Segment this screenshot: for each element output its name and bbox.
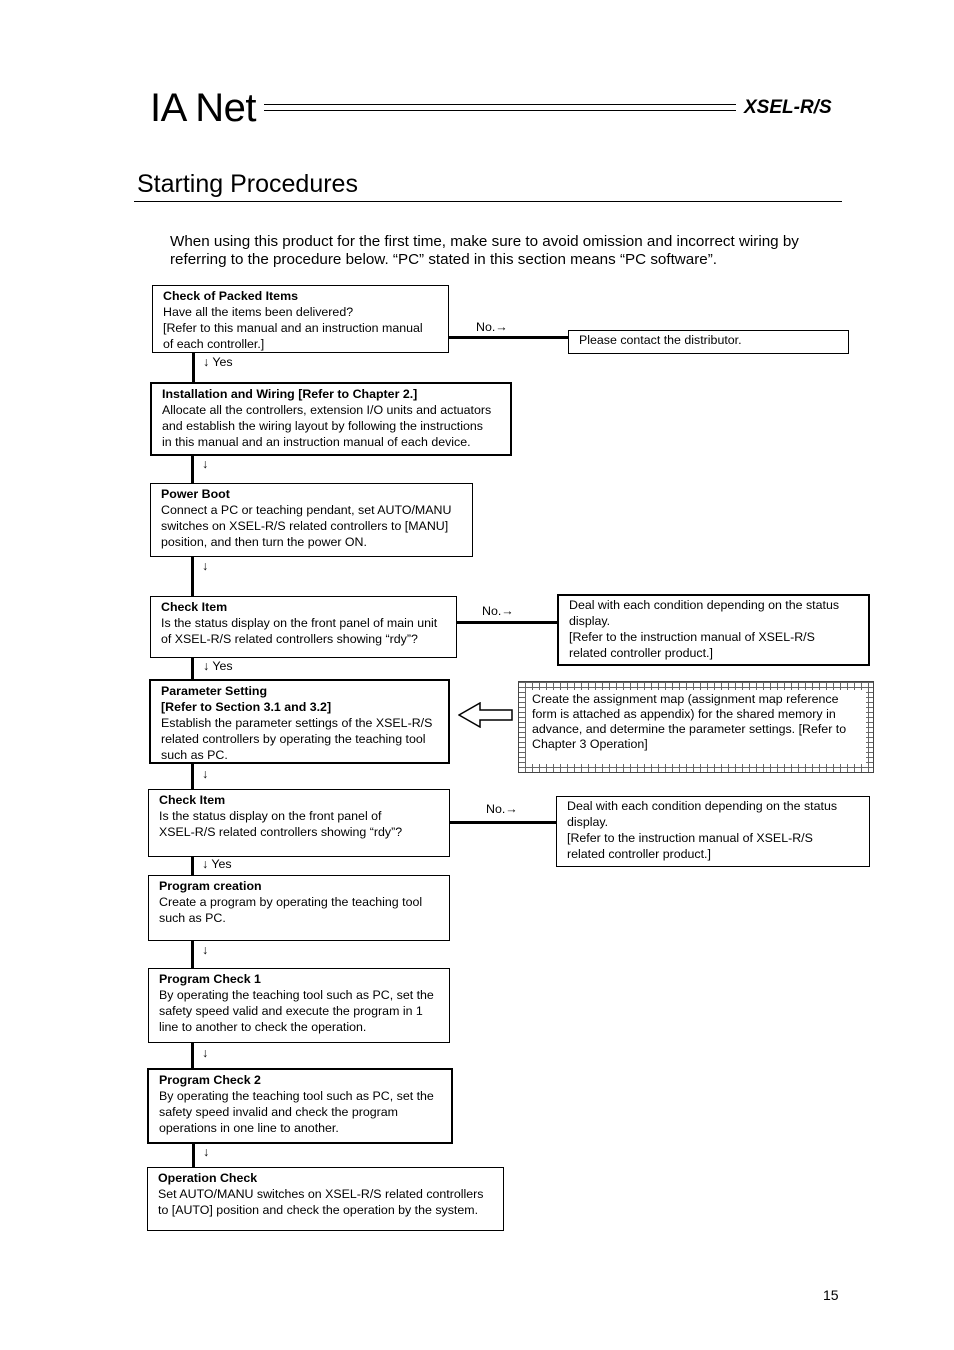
step-title: Check Item <box>161 600 228 614</box>
intro-line: When using this product for the first ti… <box>170 233 799 250</box>
no-branch-line <box>449 821 557 824</box>
no-label: No.→ <box>482 604 514 618</box>
step-text: related controllers by operating the tea… <box>161 732 426 746</box>
note-text: Deal with each condition depending on th… <box>569 598 840 612</box>
step-text: [Refer to this manual and an instruction… <box>163 321 423 335</box>
note-text: Deal with each condition depending on th… <box>567 799 838 813</box>
arrow-label: ↓ <box>202 943 209 957</box>
note-status-display-1: Deal with each condition depending on th… <box>557 594 870 666</box>
step-title: Program Check 1 <box>159 972 261 986</box>
step-operation-check: Operation Check Set AUTO/MANU switches o… <box>147 1167 504 1231</box>
step-title: Parameter Setting <box>161 684 268 698</box>
arrow-label: ↓ <box>203 1145 210 1159</box>
step-text: Allocate all the controllers, extension … <box>162 403 492 417</box>
step-title: Operation Check <box>158 1171 258 1185</box>
no-label: No.→ <box>476 320 508 334</box>
step-text: Create a program by operating the teachi… <box>159 895 423 909</box>
step-power-boot: Power Boot Connect a PC or teaching pend… <box>150 483 473 557</box>
connector-line <box>191 1042 194 1068</box>
step-text: switches on XSEL-R/S related controllers… <box>161 519 449 533</box>
left-arrow-icon <box>458 702 513 728</box>
yes-label: ↓ Yes <box>203 659 233 673</box>
document-title: IA Net <box>150 86 256 130</box>
connector-line <box>191 657 194 679</box>
section-title: Starting Procedures <box>137 170 358 198</box>
yes-label: ↓ Yes <box>202 857 232 871</box>
step-title: Check of Packed Items <box>163 289 298 303</box>
step-text: of each controller.] <box>163 337 265 351</box>
note-text: related controller product.] <box>569 646 713 660</box>
step-text: such as PC. <box>159 911 226 925</box>
note-text: advance, and determine the parameter set… <box>532 722 796 736</box>
connector-line <box>191 556 194 596</box>
step-text: line to another to check the operation. <box>159 1020 367 1034</box>
note-text: [Refer to the instruction manual of XSEL… <box>567 831 813 845</box>
step-title: Check Item <box>159 793 226 807</box>
step-text: safety speed valid and execute the progr… <box>159 1004 423 1018</box>
step-check-item-main: Check Item Is the status display on the … <box>150 596 457 658</box>
step-text: in this manual and an instruction manual… <box>162 435 471 449</box>
step-program-creation: Program creation Create a program by ope… <box>148 875 450 941</box>
step-text: Establish the parameter settings of the … <box>161 716 433 730</box>
step-text: Is the status display on the front panel… <box>161 616 438 630</box>
arrow-label: ↓ <box>202 559 209 573</box>
connector-line <box>191 856 194 875</box>
step-text: Set AUTO/MANU switches on XSEL-R/S relat… <box>158 1187 484 1201</box>
page-number: 15 <box>823 1287 839 1303</box>
connector-line <box>191 763 194 789</box>
step-text: Connect a PC or teaching pendant, set AU… <box>161 503 452 517</box>
step-text: safety speed invalid and check the progr… <box>159 1105 399 1119</box>
arrow-label: ↓ <box>202 1046 209 1060</box>
step-title: Program Check 2 <box>159 1073 261 1087</box>
note-text: form is attached as appendix) for the sh… <box>532 707 836 721</box>
step-text: and establish the wiring layout by follo… <box>162 419 483 433</box>
step-title: Program creation <box>159 879 262 893</box>
note-text: [Refer to Chapter 3 Operation] <box>532 722 847 751</box>
step-program-check-1: Program Check 1 By operating the teachin… <box>148 968 450 1043</box>
arrow-label: ↓ <box>202 767 209 781</box>
product-name: XSEL-R/S <box>744 97 832 118</box>
intro-line: referring to the procedure below. “PC” s… <box>170 251 717 268</box>
step-text: By operating the teaching tool such as P… <box>159 988 434 1002</box>
step-text: of XSEL-R/S related controllers showing … <box>161 632 418 646</box>
step-text: position, and then turn the power ON. <box>161 535 367 549</box>
step-text: operations in one line to another. <box>159 1121 339 1135</box>
step-text: XSEL-R/S related controllers showing “rd… <box>159 825 403 839</box>
note-text: related controller product.] <box>567 847 711 861</box>
step-text: to [AUTO] position and check the operati… <box>158 1203 479 1217</box>
note-assignment-map: Create the assignment map (assignment ma… <box>526 690 866 764</box>
connector-line <box>191 940 194 968</box>
header-double-rule <box>264 104 736 111</box>
step-text: Is the status display on the front panel… <box>159 809 382 823</box>
step-text: [Refer to Section 3.1 and 3.2] <box>161 700 332 714</box>
step-text: By operating the teaching tool such as P… <box>159 1089 434 1103</box>
step-program-check-2: Program Check 2 By operating the teachin… <box>147 1068 453 1144</box>
note-contact-distributor: Please contact the distributor. <box>568 330 849 354</box>
note-text: display. <box>569 614 611 628</box>
note-text: Create the assignment map (assignment ma… <box>532 692 839 706</box>
step-text: Have all the items been delivered? <box>163 305 354 319</box>
connector-line <box>192 352 195 382</box>
no-branch-line <box>448 336 569 339</box>
note-text: [Refer to the instruction manual of XSEL… <box>569 630 815 644</box>
step-title: Installation and Wiring [Refer to Chapte… <box>162 387 418 401</box>
arrow-label: ↓ <box>202 457 209 471</box>
intro-paragraph: When using this product for the first ti… <box>170 233 860 269</box>
yes-label: ↓ Yes <box>203 355 233 369</box>
connector-line <box>192 1143 195 1167</box>
note-text: display. <box>567 815 609 829</box>
no-label: No.→ <box>486 802 518 816</box>
step-text: such as PC. <box>161 748 228 762</box>
no-branch-line <box>456 621 558 624</box>
section-rule <box>134 201 842 202</box>
step-parameter-setting: Parameter Setting [Refer to Section 3.1 … <box>149 679 450 764</box>
step-title: Power Boot <box>161 487 230 501</box>
note-text: Please contact the distributor. <box>579 333 742 347</box>
step-check-item: Check Item Is the status display on the … <box>148 789 450 857</box>
connector-line <box>191 455 194 483</box>
note-status-display-2: Deal with each condition depending on th… <box>556 796 870 867</box>
step-installation-wiring: Installation and Wiring [Refer to Chapte… <box>150 382 512 456</box>
step-check-packed-items: Check of Packed Items Have all the items… <box>152 285 449 353</box>
